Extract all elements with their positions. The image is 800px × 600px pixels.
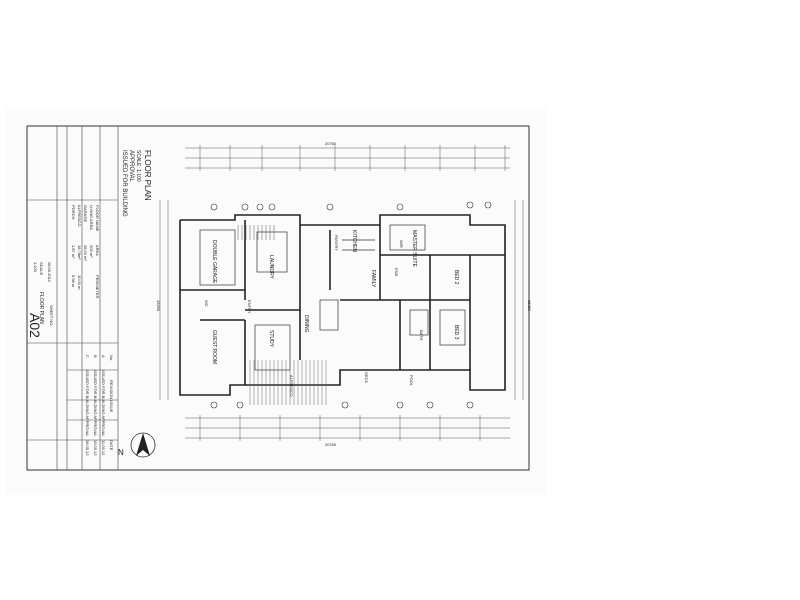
overall-dimension-top: 20760 bbox=[325, 141, 337, 146]
overall-dimension-bottom: 20760 bbox=[325, 442, 337, 447]
area-row-area: 1.87 m² bbox=[71, 245, 76, 259]
area-row-name: PORCH bbox=[71, 205, 76, 220]
sheet-date: 28.05.2012 bbox=[47, 262, 52, 283]
overall-dimension-right: 15250 bbox=[527, 300, 532, 312]
room-label: ENS bbox=[394, 268, 399, 277]
revision-table: No. REVISION ISSUE DATE A ISSUED FOR BUI… bbox=[85, 355, 114, 456]
north-arrow-icon: N bbox=[118, 432, 156, 458]
room-label: DOUBLE GARAGE bbox=[211, 240, 217, 284]
room-label: FAMILY bbox=[370, 270, 376, 288]
area-row-area: 38.03 m² bbox=[83, 245, 88, 261]
area-table: FLOOR NAME AREA PERIMETER LIVING AREA 20… bbox=[71, 205, 100, 298]
room-label: WIR bbox=[399, 240, 404, 248]
room-label: ENTRY bbox=[247, 300, 252, 314]
window-markers bbox=[210, 201, 492, 409]
issue-text-2: APPROVAL bbox=[128, 150, 134, 183]
revision-header-text: REVISION ISSUE bbox=[109, 380, 114, 413]
area-row-name: ALFRESCO bbox=[77, 205, 82, 227]
area-row-name: GARAGE bbox=[83, 205, 88, 222]
building-walls bbox=[179, 214, 506, 396]
room-label: DECK bbox=[364, 372, 369, 383]
revision-no: B bbox=[93, 355, 98, 358]
dimension-ticks bbox=[199, 145, 506, 441]
room-label: WC bbox=[204, 300, 209, 307]
room-label: DINING bbox=[303, 315, 309, 333]
scale-label: SCALE bbox=[39, 262, 44, 275]
stair-lines bbox=[237, 225, 275, 240]
room-label: BED 3 bbox=[453, 325, 459, 340]
room-label: ALFRESCO bbox=[289, 375, 294, 397]
area-row-area: 209 m² bbox=[89, 245, 94, 258]
north-label: N bbox=[118, 448, 124, 457]
room-label: GUEST ROOM bbox=[211, 330, 217, 364]
area-table-header-name: FLOOR NAME bbox=[95, 205, 100, 232]
interior-partitions bbox=[199, 224, 466, 371]
revision-date: 11.05.12 bbox=[101, 440, 106, 456]
room-label: BATH bbox=[419, 330, 424, 340]
room-label: BED 2 bbox=[453, 270, 459, 285]
area-row-perim: 5.58 m bbox=[71, 275, 76, 288]
sheet-subtitle: FLOOR PLAN bbox=[38, 292, 44, 324]
area-row-area: 18.78m² bbox=[77, 245, 82, 260]
revision-text: ISSUED FOR BUILDING APPROVAL bbox=[85, 370, 90, 437]
revision-no: C bbox=[85, 355, 90, 358]
room-label: STUDY bbox=[268, 330, 274, 348]
dimension-lines bbox=[159, 147, 524, 439]
issue-text: ISSUED FOR BUILDING bbox=[121, 150, 127, 217]
room-label: PANTRY bbox=[334, 235, 339, 251]
sheet-label: SHEET NO. bbox=[49, 305, 54, 327]
sheet-number: A02 bbox=[27, 313, 43, 338]
overall-dimension-left: 15250 bbox=[156, 300, 161, 312]
sheet-border bbox=[26, 125, 530, 471]
revision-no: A bbox=[101, 355, 106, 358]
area-table-header-perim: PERIMETER bbox=[95, 275, 100, 298]
room-label: LAUNDRY bbox=[268, 255, 274, 279]
room-label: MASTER SUITE bbox=[411, 230, 417, 268]
area-row-name: LIVING AREA bbox=[89, 205, 94, 230]
revision-date: 15.05.12 bbox=[93, 440, 98, 456]
room-label: KITCHEN bbox=[351, 230, 357, 252]
revision-text: ISSUED FOR BUILDING APPROVAL bbox=[101, 370, 106, 437]
area-row-perim: 30.00 m bbox=[77, 275, 82, 290]
area-table-header-area: AREA bbox=[95, 245, 100, 256]
revision-header-date: DATE bbox=[109, 440, 114, 451]
title-block bbox=[27, 126, 119, 470]
alfresco-hatch bbox=[249, 360, 327, 405]
drawn-scale: 1:100 bbox=[33, 262, 38, 273]
room-label: POOL bbox=[409, 375, 414, 387]
sheet-title: FLOOR PLAN bbox=[143, 150, 152, 201]
revision-header-no: No. bbox=[109, 355, 114, 361]
revision-text: ISSUED FOR BUILDING APPROVAL bbox=[93, 370, 98, 437]
revision-date: 28.05.12 bbox=[85, 440, 90, 456]
sheet-scale: SCALE: 1:100 bbox=[135, 150, 141, 182]
